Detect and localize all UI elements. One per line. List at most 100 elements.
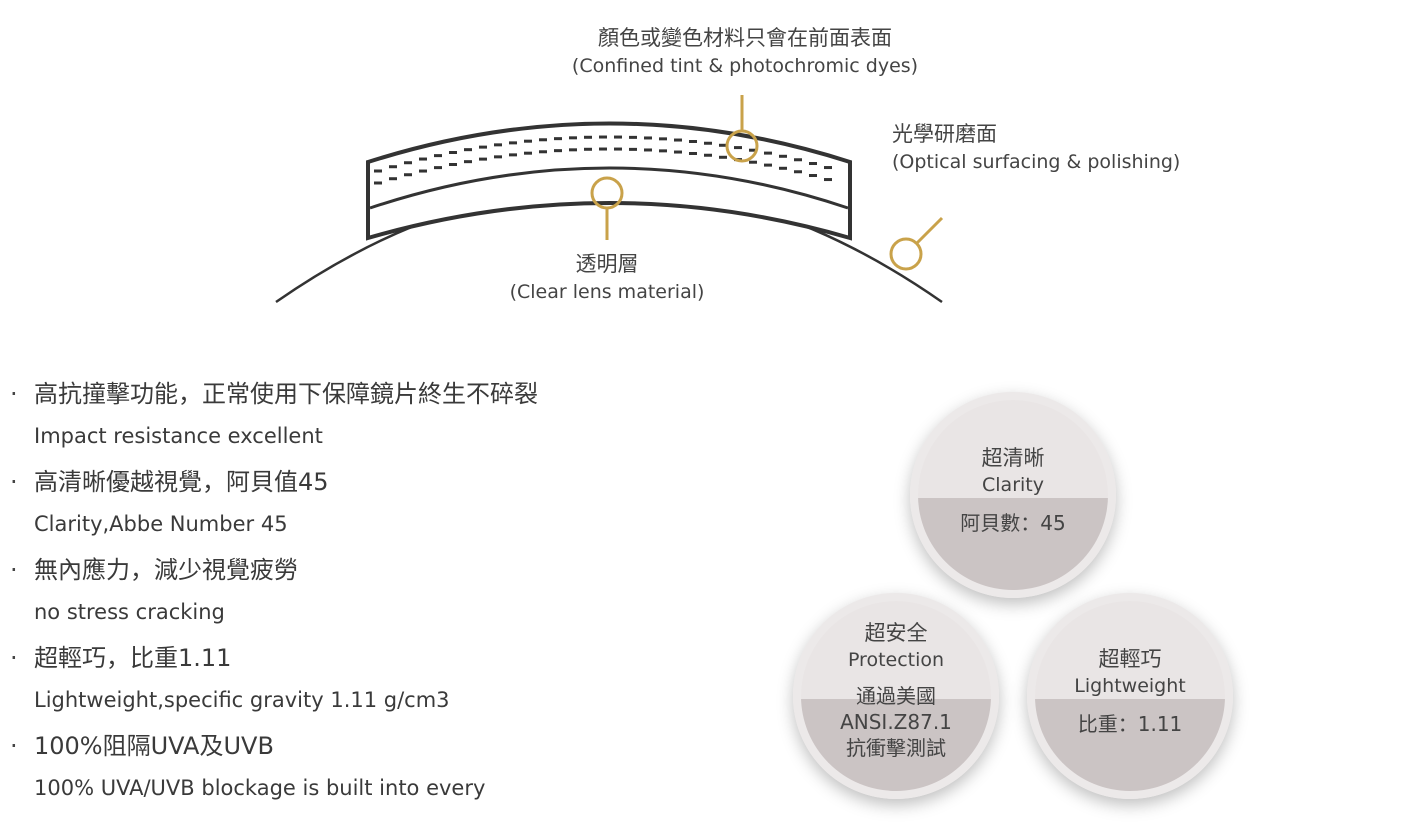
tint-dash	[719, 143, 727, 147]
clarity-badge-inner: 超清晰 Clarity 阿貝數：45	[918, 400, 1108, 590]
feature-zh: 無內應力，減少視覺疲勞	[34, 556, 298, 584]
tint-dash	[689, 151, 697, 155]
tint-dash	[509, 141, 517, 145]
feature-list: · 高抗撞擊功能，正常使用下保障鏡片終生不碎裂 Impact resistanc…	[10, 372, 710, 812]
surface-callout-marker	[889, 237, 923, 271]
tint-dash	[524, 139, 532, 143]
tint-dash	[599, 135, 607, 139]
tint-dash	[764, 163, 772, 167]
tint-label-zh: 顏色或變色材料只會在前面表面	[598, 26, 892, 50]
tint-dash	[629, 135, 637, 139]
tint-dash	[749, 160, 757, 164]
feature-item: · 高抗撞擊功能，正常使用下保障鏡片終生不碎裂 Impact resistanc…	[10, 372, 710, 456]
clarity-badge: 超清晰 Clarity 阿貝數：45	[910, 392, 1116, 598]
clarity-badge-title-en: Clarity	[982, 474, 1044, 496]
tint-dash	[629, 147, 637, 151]
feature-item: · 無內應力，減少視覺疲勞 no stress cracking	[10, 548, 710, 632]
tint-dash	[389, 177, 397, 181]
lens-cross-section-diagram	[275, 95, 944, 304]
lightweight-badge-value: 比重：1.11	[1077, 712, 1183, 736]
surface-label: 光學研磨面 (Optical surfacing & polishing)	[892, 120, 1180, 176]
tint-dash	[779, 154, 787, 158]
tint-callout-marker	[725, 129, 759, 163]
feature-en: Lightweight,specific gravity 1.11 g/cm3	[34, 688, 450, 712]
feature-zh: 高抗撞擊功能，正常使用下保障鏡片終生不碎裂	[34, 380, 538, 408]
protection-badge-value-3: 抗衝擊測試	[846, 736, 946, 760]
tint-dye-layer	[374, 135, 832, 185]
tint-dash	[554, 149, 562, 153]
tint-dash	[644, 136, 652, 140]
surface-label-zh: 光學研磨面	[892, 122, 997, 146]
feature-item: · 超輕巧，比重1.11 Lightweight,specific gravit…	[10, 636, 710, 720]
tint-dash	[524, 151, 532, 155]
lightweight-badge: 超輕巧 Lightweight 比重：1.11	[1027, 593, 1233, 799]
tint-dash	[554, 137, 562, 141]
feature-item: · 高清晰優越視覺，阿貝值45 Clarity,Abbe Number 45	[10, 460, 710, 544]
tint-layer-boundary	[369, 166, 849, 210]
feature-item: · 100%阻隔UVA及UVB 100% UVA/UVB blockage is…	[10, 724, 710, 808]
tint-dash	[809, 174, 817, 178]
tint-dash	[539, 150, 547, 154]
feature-en: no stress cracking	[34, 600, 225, 624]
tint-dash	[659, 149, 667, 153]
tint-dash	[404, 173, 412, 177]
tint-dash	[689, 139, 697, 143]
protection-badge: 超安全 Protection 通過美國 ANSI.Z87.1 抗衝擊測試	[793, 593, 999, 799]
clarity-badge-lower	[918, 498, 1108, 590]
tint-dash	[464, 160, 472, 164]
lens-band	[366, 121, 852, 241]
protection-badge-value-2: ANSI.Z87.1	[840, 710, 952, 734]
lightweight-badge-lower	[1035, 699, 1225, 791]
bullet: ·	[10, 556, 18, 584]
clear-label-zh: 透明層	[575, 252, 639, 276]
bullet: ·	[10, 468, 18, 496]
protection-badge-title-en: Protection	[847, 649, 945, 671]
surface-callout-line	[915, 216, 944, 245]
tint-dash	[704, 153, 712, 157]
tint-dash	[494, 143, 502, 147]
tint-dash	[809, 162, 817, 166]
surface-label-en: (Optical surfacing & polishing)	[892, 151, 1181, 173]
protection-badge-inner: 超安全 Protection 通過美國 ANSI.Z87.1 抗衝擊測試	[801, 601, 991, 791]
tint-dash	[824, 166, 832, 170]
tint-dash	[704, 141, 712, 145]
tint-dash	[779, 166, 787, 170]
tint-dash	[434, 154, 442, 158]
tint-dash	[479, 157, 487, 161]
tint-dash	[764, 151, 772, 155]
feature-en: 100% UVA/UVB blockage is built into ever…	[34, 776, 486, 800]
bullet: ·	[10, 644, 18, 672]
tint-dash	[734, 146, 742, 150]
tint-dash	[419, 169, 427, 173]
tint-dash	[374, 169, 382, 173]
feature-en: Impact resistance excellent	[34, 424, 323, 448]
tint-dash	[794, 170, 802, 174]
clear-label: 透明層 (Clear lens material)	[457, 250, 757, 306]
protection-badge-title-zh: 超安全	[864, 621, 928, 645]
tint-dash	[599, 147, 607, 151]
lightweight-badge-title-zh: 超輕巧	[1098, 647, 1162, 671]
tint-dash	[494, 155, 502, 159]
tint-dash	[644, 148, 652, 152]
tint-dash	[449, 151, 457, 155]
lightweight-badge-inner: 超輕巧 Lightweight 比重：1.11	[1035, 601, 1225, 791]
clarity-badge-title-zh: 超清晰	[981, 446, 1045, 470]
tint-dash	[824, 178, 832, 182]
lightweight-badge-title-en: Lightweight	[1074, 675, 1186, 697]
tint-dash	[584, 135, 592, 139]
tint-dash	[509, 153, 517, 157]
tint-label: 顏色或變色材料只會在前面表面 (Confined tint & photochr…	[545, 24, 945, 80]
tint-label-en: (Confined tint & photochromic dyes)	[571, 55, 919, 77]
bullet: ·	[10, 380, 18, 408]
tint-dash	[674, 138, 682, 142]
tint-dash	[749, 148, 757, 152]
tint-dash	[794, 158, 802, 162]
protection-badge-value-1: 通過美國	[856, 684, 936, 708]
feature-zh: 超輕巧，比重1.11	[34, 644, 232, 672]
tint-dash	[674, 150, 682, 154]
tint-dash	[449, 163, 457, 167]
tint-dash	[464, 148, 472, 152]
feature-en: Clarity,Abbe Number 45	[34, 512, 288, 536]
tint-dash	[434, 166, 442, 170]
tint-dash	[584, 147, 592, 151]
